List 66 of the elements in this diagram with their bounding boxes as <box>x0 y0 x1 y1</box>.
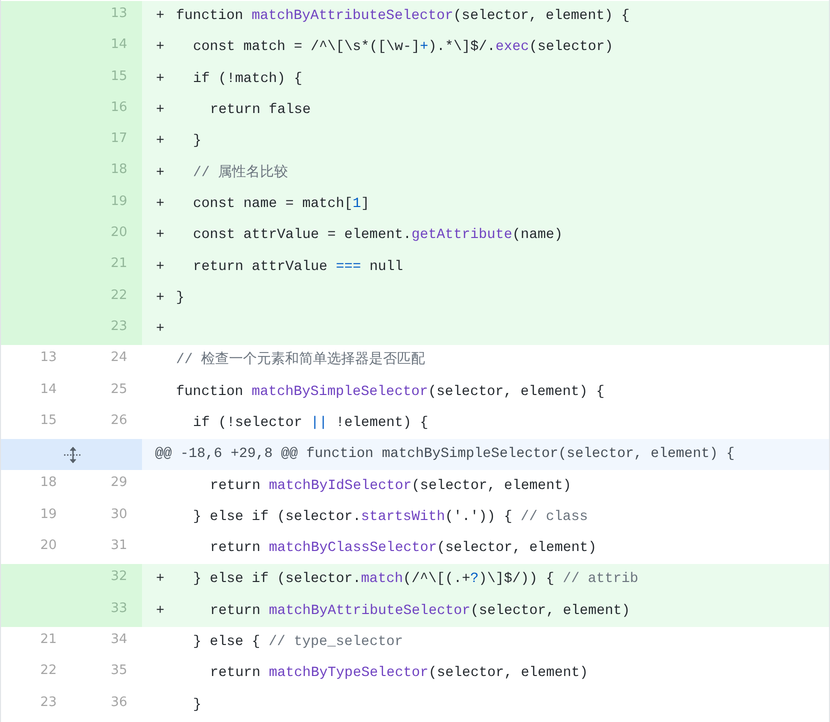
hunk-header: @@ -18,6 +29,8 @@ function matchBySimpleSelector(selector, element) { <box>155 446 735 464</box>
line-number: 18 <box>110 162 128 178</box>
code-line: } else { // type_selector <box>193 634 404 652</box>
added-line-marker: + <box>156 571 164 588</box>
line-number: 14 <box>40 382 57 398</box>
line-number: 30 <box>110 506 128 523</box>
code-line: } else if (selector.match(/^\[(.+?)\]$/)) { // attrib <box>193 571 638 588</box>
line-number: 21 <box>40 632 57 648</box>
added-line-marker: + <box>156 8 164 26</box>
line-number: 18 <box>40 475 57 492</box>
code-line: return attrValue === null <box>193 258 404 276</box>
line-number: 14 <box>110 37 128 54</box>
line-number: 25 <box>110 382 128 398</box>
added-line-marker: + <box>156 196 164 213</box>
added-line-marker: + <box>156 133 164 150</box>
code-line: const name = match[1] <box>193 196 370 213</box>
added-line-marker: + <box>156 321 164 338</box>
code-line: if (!selector || !element) { <box>193 415 428 432</box>
line-number: 36 <box>110 694 128 711</box>
code-line: } <box>176 290 184 307</box>
added-line-marker: + <box>156 164 164 182</box>
added-line-marker: + <box>156 70 164 88</box>
added-line-marker: + <box>156 602 164 620</box>
line-number: 35 <box>110 663 128 680</box>
added-line-marker: + <box>156 258 164 276</box>
line-number: 15 <box>40 412 57 429</box>
line-number: 29 <box>110 475 128 492</box>
code-line: // 属性名比较 <box>193 164 288 182</box>
code-line: return matchByTypeSelector(selector, element) <box>210 665 588 682</box>
line-number: 13 <box>40 350 57 366</box>
code-line: function matchByAttributeSelector(selector, element) { <box>176 8 630 26</box>
code-line: const attrValue = element.getAttribute(name) <box>193 227 563 244</box>
code-line: function matchBySimpleSelector(selector, element) { <box>176 384 604 401</box>
line-number: 16 <box>110 100 128 116</box>
line-number: 23 <box>110 318 128 335</box>
line-number: 22 <box>110 288 128 304</box>
line-number: 33 <box>110 600 128 617</box>
added-line-marker: + <box>156 290 164 307</box>
line-number: 22 <box>40 663 57 680</box>
line-number: 23 <box>40 694 57 711</box>
line-number: 19 <box>40 506 57 523</box>
added-line-marker: + <box>156 227 164 244</box>
code-line: if (!match) { <box>193 70 302 88</box>
line-number: 13 <box>110 6 128 22</box>
added-line-marker: + <box>156 102 164 120</box>
code-line: return matchByAttributeSelector(selector, element) <box>210 602 630 620</box>
line-number: 32 <box>110 569 128 586</box>
code-line: const match = /^\[\s*([\w-]+).*\]$/.exec(selector) <box>193 39 614 56</box>
line-number: 17 <box>110 131 128 148</box>
code-line: } <box>193 133 202 150</box>
line-number: 34 <box>110 632 128 648</box>
line-number: 20 <box>40 538 57 554</box>
code-line: return false <box>210 102 311 120</box>
line-number: 20 <box>110 225 128 242</box>
code-line: // 检查一个元素和简单选择器是否匹配 <box>176 352 426 370</box>
code-line: return matchByClassSelector(selector, element) <box>210 540 596 558</box>
code-line: } else if (selector.startsWith('.')) { // class <box>193 508 588 526</box>
line-number: 15 <box>110 68 128 85</box>
code-line: return matchByIdSelector(selector, element) <box>210 478 572 495</box>
line-number: 26 <box>110 412 128 429</box>
line-number: 31 <box>110 538 128 554</box>
code-line: } <box>193 696 202 714</box>
added-line-marker: + <box>156 39 164 56</box>
line-number: 19 <box>110 194 128 210</box>
line-number: 24 <box>110 350 128 366</box>
line-number: 21 <box>110 256 128 272</box>
